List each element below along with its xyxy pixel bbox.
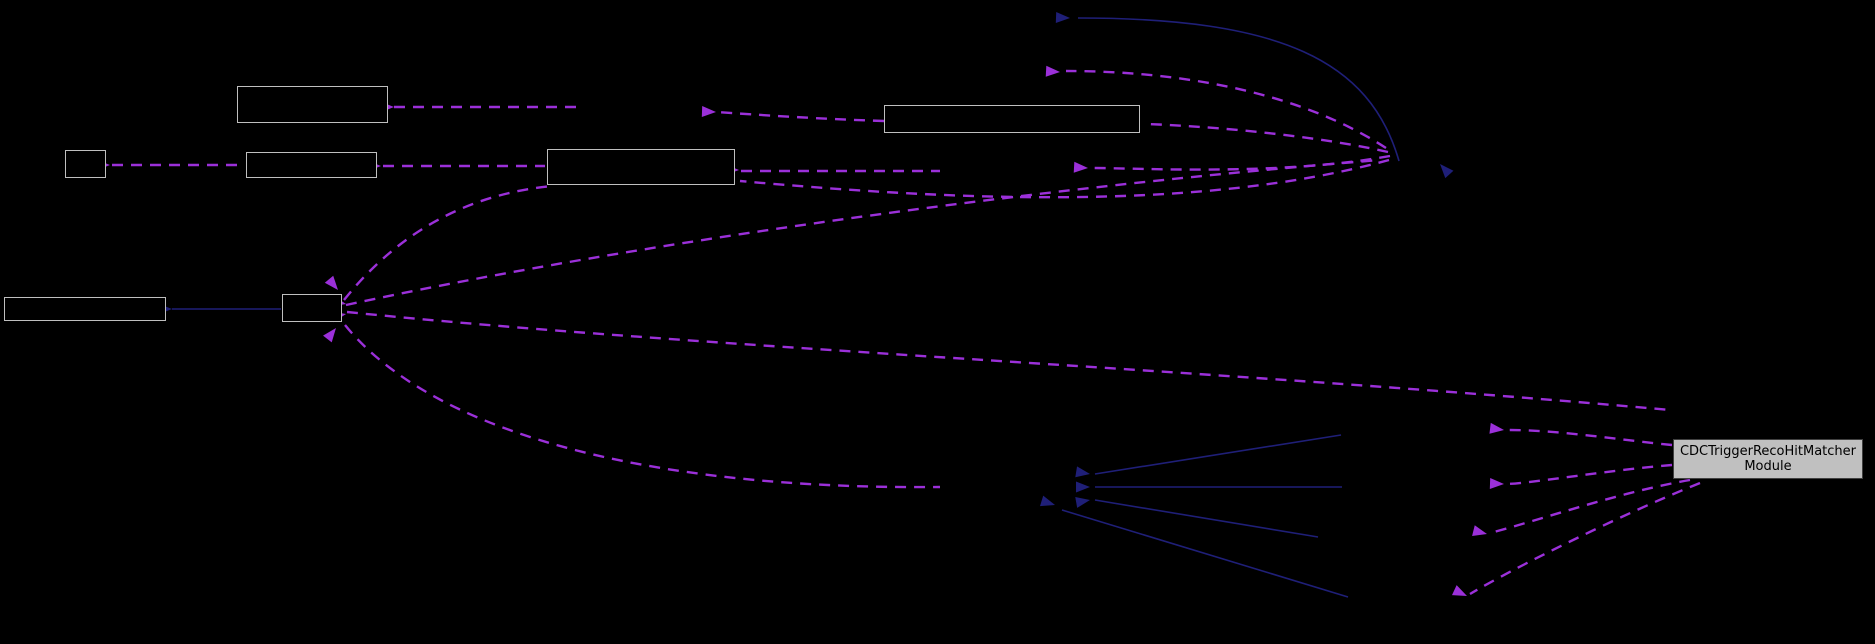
edge-node1-to-lower-curve	[344, 324, 941, 489]
edge-focus-to-top-blue-curve	[1077, 17, 1400, 162]
graph-node[interactable]	[65, 150, 106, 178]
edge-cluster-blue-1	[1094, 434, 1342, 475]
arrowhead-mid-magenta	[1073, 161, 1088, 173]
edge-cluster-blue-3	[1094, 499, 1319, 538]
arrowhead-left-magenta-2	[1489, 478, 1504, 490]
edge-node1-to-right-long	[346, 310, 1671, 412]
edge-focus-to-box5-magenta	[739, 158, 1390, 199]
graph-node[interactable]	[4, 297, 166, 321]
arrowhead-top-magenta	[1045, 65, 1060, 77]
edge-focus-left-magenta-4	[1469, 481, 1701, 596]
edge-focus-to-box6-magenta	[1142, 122, 1389, 154]
edge-focus-left-magenta-1	[1507, 428, 1673, 447]
arrowhead-top-blue	[1055, 12, 1070, 24]
edge-cluster-blue-4	[1061, 509, 1349, 598]
arrowhead-cluster-blue-4	[1040, 495, 1055, 507]
arrowhead-node6-left	[701, 106, 716, 118]
graph-node[interactable]	[246, 152, 377, 178]
edge-node1-to-far-curve	[345, 158, 1381, 307]
arrowhead-left-magenta-1	[1489, 422, 1504, 434]
edge-focus-left-magenta-2	[1507, 463, 1673, 486]
edge-focus-left-magenta-3	[1489, 478, 1691, 535]
graph-node[interactable]	[547, 149, 735, 185]
arrowhead-left-magenta-4	[1451, 585, 1467, 596]
arrowhead-left-magenta-3	[1472, 525, 1487, 536]
arrowhead-node1-top	[324, 275, 338, 290]
arrowhead-focus-in-blue	[1440, 164, 1454, 179]
graph-node[interactable]	[282, 294, 342, 322]
graph-node[interactable]	[884, 105, 1140, 133]
graph-node[interactable]	[237, 86, 388, 123]
edge-path-group	[112, 17, 1701, 598]
edge-focus-to-top-magenta-1	[1065, 69, 1387, 150]
edge-node1-to-node5-curve	[343, 184, 553, 301]
arrowhead-cluster-blue-3	[1075, 497, 1090, 508]
edge-node6-to-node3	[715, 110, 885, 123]
arrowhead-node1-bottom	[323, 328, 336, 343]
arrowhead-cluster-blue-2	[1076, 481, 1090, 493]
arrowhead-cluster-blue-1	[1075, 466, 1090, 478]
graph-node-focus[interactable]: CDCTriggerRecoHitMatcher Module	[1673, 439, 1863, 479]
